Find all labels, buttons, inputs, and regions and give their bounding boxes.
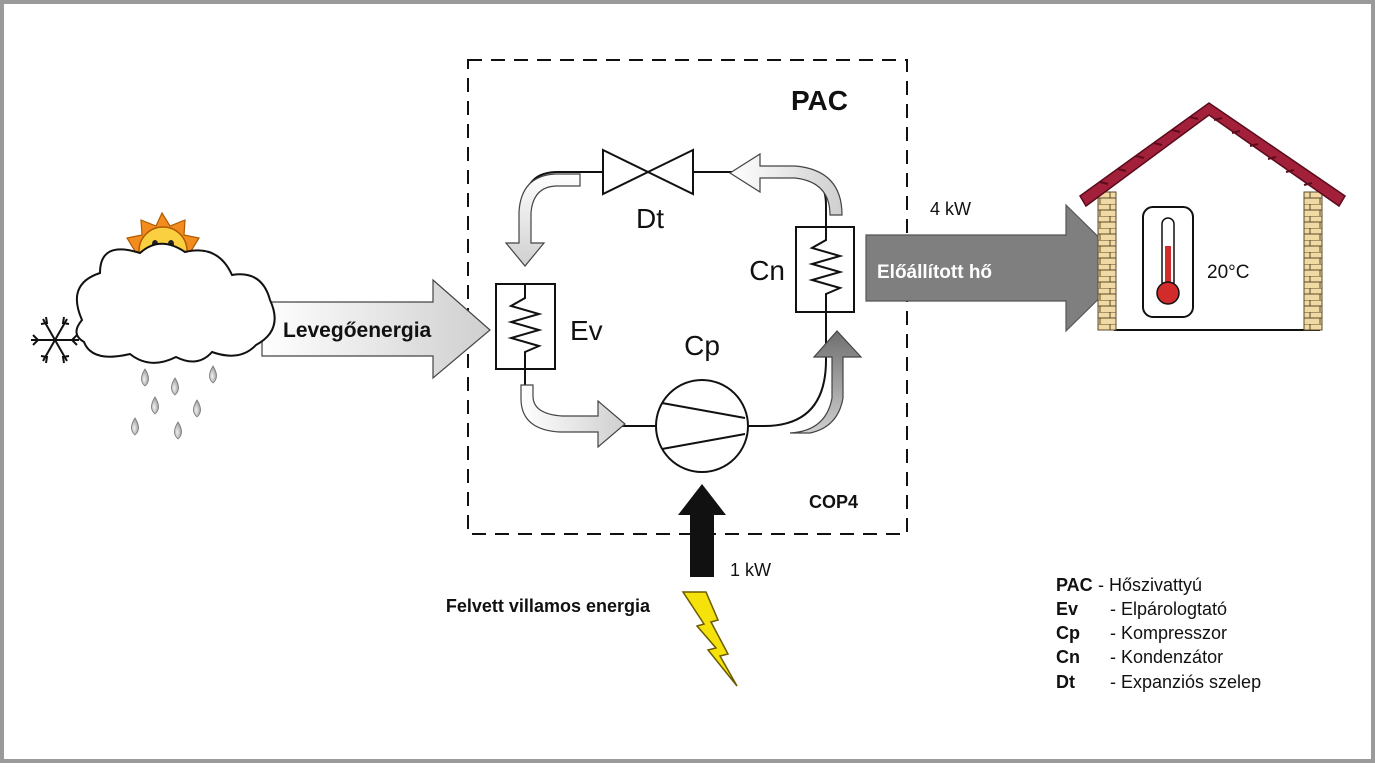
evaporator-symbol xyxy=(495,283,556,370)
expansion-valve-symbol xyxy=(602,148,694,196)
legend: PAC - Hőszivattyú Ev - Elpárologtató Cp … xyxy=(1056,575,1261,692)
compressor-label: Cp xyxy=(684,330,720,361)
cloud-icon xyxy=(75,242,276,364)
electric-energy-label: Felvett villamos energia xyxy=(446,596,651,616)
air-energy-label: Levegőenergia xyxy=(283,319,432,342)
electric-power-label: 1 kW xyxy=(730,560,771,580)
house-temperature: 20°C xyxy=(1207,262,1249,283)
heat-power-label: 4 kW xyxy=(930,199,971,219)
legend-desc: - Kondenzátor xyxy=(1110,647,1223,667)
snowflake-icon xyxy=(31,316,79,364)
legend-desc: - Expanziós szelep xyxy=(1110,672,1261,692)
lightning-bolt-icon xyxy=(681,591,738,687)
evaporator-label: Ev xyxy=(570,315,603,346)
thermometer-icon xyxy=(1142,206,1194,318)
flow-arrow-top-left xyxy=(504,173,581,267)
compressor-symbol xyxy=(655,379,749,473)
raindrops-icon xyxy=(131,365,217,440)
produced-heat-label: Előállított hő xyxy=(877,262,992,283)
flow-arrow-bottom-left xyxy=(520,384,626,449)
air-energy-arrow xyxy=(261,278,491,380)
flow-arrow-top-right xyxy=(728,152,843,216)
legend-desc: - Elpárologtató xyxy=(1110,599,1227,619)
legend-desc: - Kompresszor xyxy=(1110,623,1227,643)
electric-input-arrow xyxy=(678,484,726,577)
legend-desc: - Hőszivattyú xyxy=(1098,575,1202,595)
legend-abbr: Ev xyxy=(1056,599,1078,619)
flow-arrow-bottom-right xyxy=(789,330,863,434)
legend-abbr: Cn xyxy=(1056,647,1080,667)
expansion-valve-label: Dt xyxy=(636,203,664,234)
pac-box-title: PAC xyxy=(791,85,848,116)
cop-label: COP4 xyxy=(809,492,858,512)
legend-abbr: PAC xyxy=(1056,575,1093,595)
condenser-label: Cn xyxy=(749,255,785,286)
legend-abbr: Cp xyxy=(1056,623,1080,643)
condenser-symbol xyxy=(795,226,855,313)
legend-abbr: Dt xyxy=(1056,672,1075,692)
